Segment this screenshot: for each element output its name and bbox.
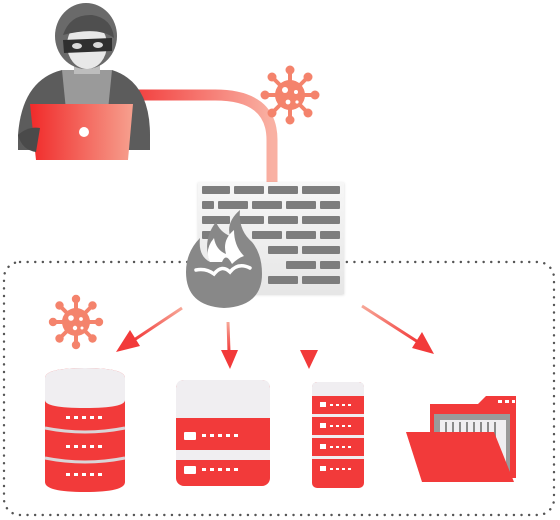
server-rack-icon — [312, 382, 364, 488]
virus-icon — [48, 294, 104, 350]
server-icon — [176, 380, 270, 486]
hacker-with-laptop-icon — [18, 3, 150, 160]
edge-hacker-firewall — [128, 89, 278, 184]
edge-firewall-server-rack — [300, 322, 318, 369]
virus-icon — [260, 65, 320, 125]
folder-with-files-icon — [406, 396, 516, 482]
edge-firewall-database — [116, 306, 183, 352]
edge-firewall-folder — [361, 304, 434, 354]
edge-firewall-server — [221, 321, 238, 369]
flame-icon — [186, 210, 262, 308]
database-icon — [44, 368, 126, 492]
firewall-icon — [186, 182, 344, 308]
